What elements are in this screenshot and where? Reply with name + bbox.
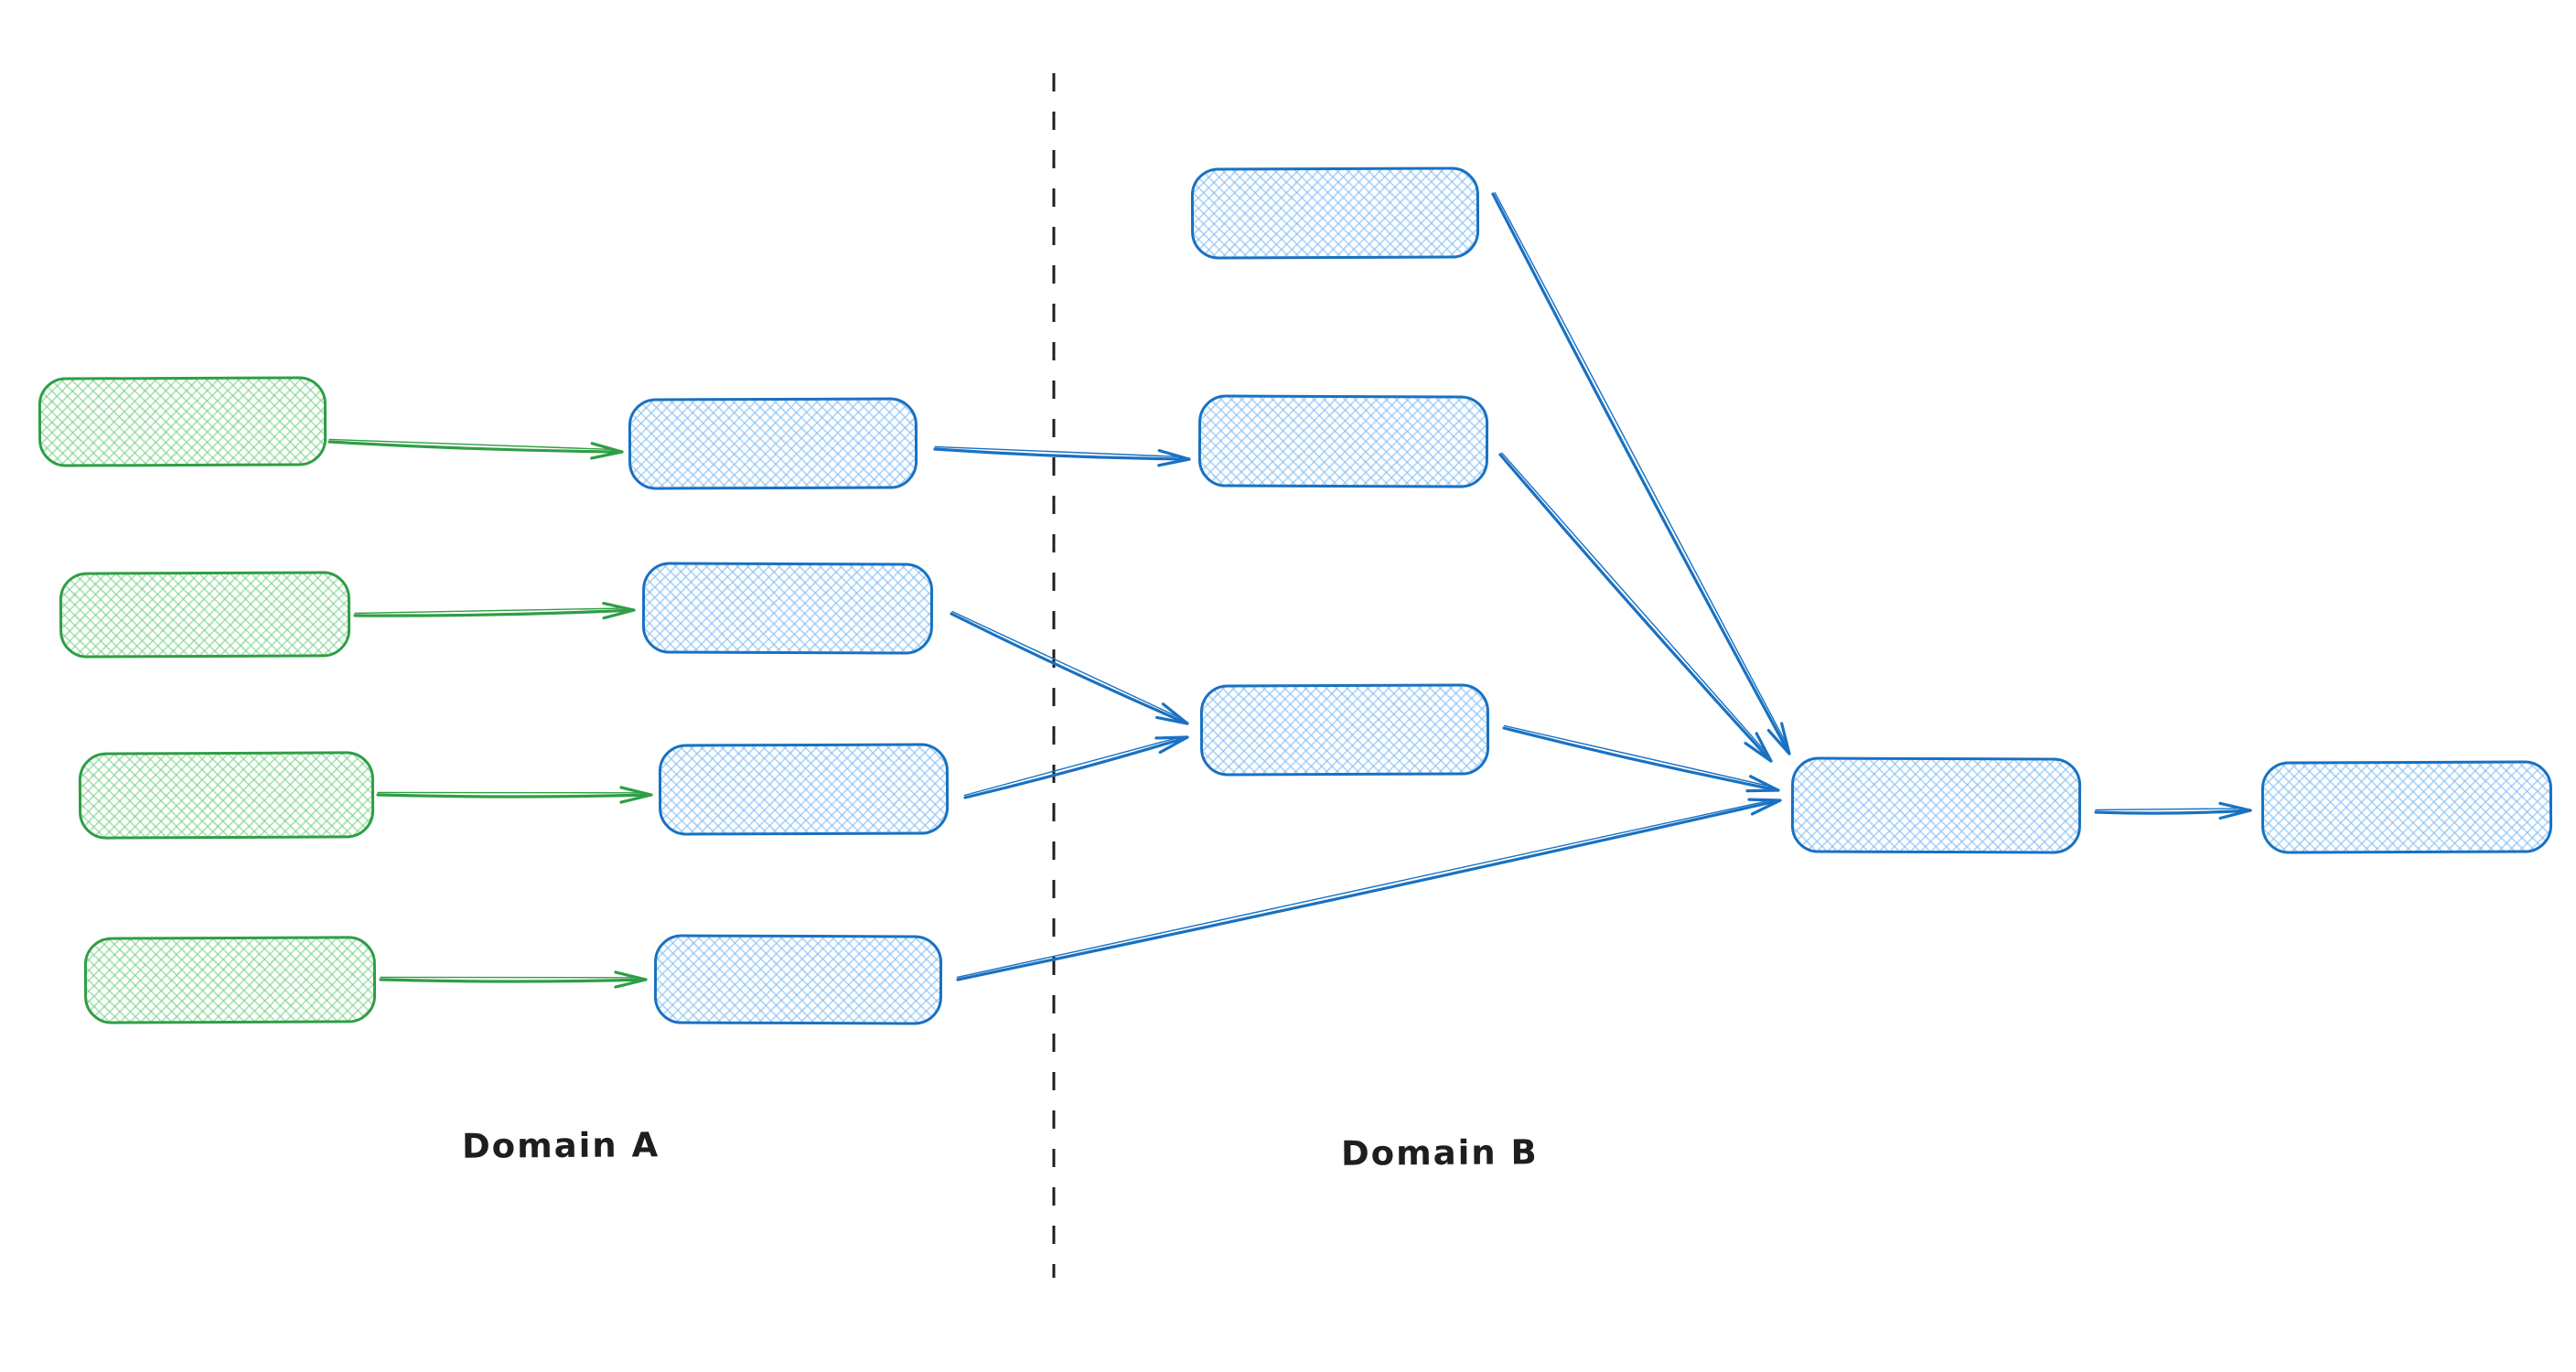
- arrow-merge-to-output[interactable]: [2094, 801, 2252, 820]
- domain-b-label[interactable]: Domain B: [1340, 1132, 1539, 1174]
- domain-b-node-box-1[interactable]: [1190, 166, 1480, 260]
- arrow-node1-to-b2[interactable]: [933, 445, 1191, 467]
- arrow-b1-to-merge[interactable]: [1491, 192, 1791, 756]
- domain-a-label[interactable]: Domain A: [461, 1125, 660, 1166]
- domain-a-source-box-2[interactable]: [59, 571, 351, 659]
- domain-a-node-box-1[interactable]: [628, 397, 918, 490]
- arrow-source2-to-node2[interactable]: [353, 602, 636, 620]
- domain-b-merge-box[interactable]: [1790, 756, 2082, 854]
- arrow-node3-to-b3[interactable]: [963, 735, 1189, 799]
- arrow-b3-to-merge-head: [1745, 775, 1780, 793]
- arrow-node3-to-b3-head: [1154, 735, 1189, 755]
- domain-a-node-box-3[interactable]: [658, 743, 950, 836]
- arrow-source3-to-node3[interactable]: [376, 786, 653, 804]
- domain-a-source-box-1[interactable]: [38, 376, 327, 467]
- arrow-source2-to-node2-head: [602, 602, 636, 620]
- domain-a-node-box-4[interactable]: [653, 934, 943, 1025]
- arrow-node2-to-b3-head: [1155, 702, 1189, 725]
- arrow-node1-to-b2-head: [1157, 449, 1191, 467]
- arrow-node4-to-merge-head: [1747, 798, 1782, 816]
- arrow-source1-to-node1[interactable]: [327, 438, 624, 460]
- arrow-source4-to-node4[interactable]: [379, 970, 648, 989]
- domain-a-source-box-4[interactable]: [83, 936, 377, 1024]
- arrow-b3-to-merge[interactable]: [1502, 724, 1780, 793]
- arrow-node2-to-b3[interactable]: [950, 610, 1189, 725]
- arrow-source3-to-node3-head: [619, 786, 653, 804]
- arrow-b1-to-merge-head: [1766, 722, 1791, 756]
- arrow-merge-to-output-head: [2218, 801, 2252, 820]
- domain-a-source-box-3[interactable]: [78, 751, 375, 840]
- arrow-source1-to-node1-head: [590, 442, 624, 460]
- arrow-b2-to-merge[interactable]: [1498, 452, 1773, 763]
- domain-a-node-box-2[interactable]: [641, 562, 934, 655]
- domain-b-output-box[interactable]: [2260, 760, 2553, 854]
- arrow-node4-to-merge[interactable]: [956, 798, 1782, 981]
- arrow-source4-to-node4-head: [614, 970, 648, 989]
- arrow-b2-to-merge-head: [1744, 732, 1773, 763]
- domain-b-node-box-2[interactable]: [1197, 394, 1489, 488]
- domain-b-node-box-3[interactable]: [1199, 683, 1490, 777]
